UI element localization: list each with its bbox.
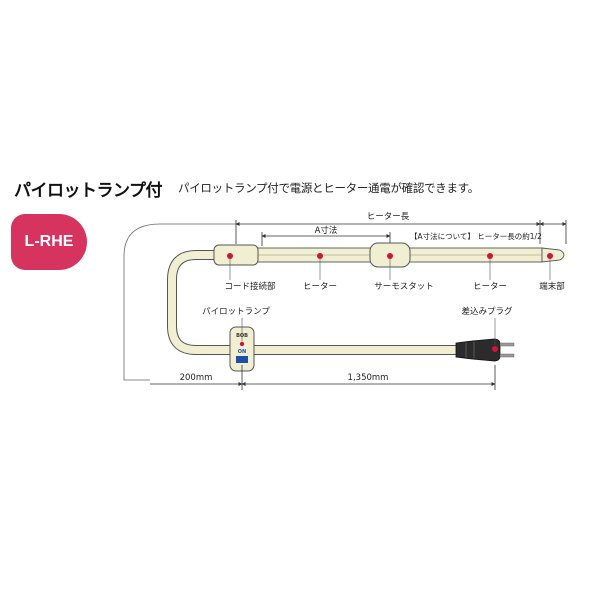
model-badge: L-RHE [11, 214, 87, 270]
marker-dots [227, 253, 553, 352]
cable [167, 250, 460, 355]
product-description: パイロットランプ付で電源とヒーター通電が確認できます。 [178, 181, 479, 195]
lamp-dot [239, 341, 245, 347]
bottom-dimensions: 200mm 1,350mm [150, 365, 496, 390]
thermostat-marker [387, 253, 393, 259]
cord-joint [213, 244, 259, 266]
heater-left-marker [317, 253, 323, 259]
cord-length-label: 1,350mm [348, 373, 389, 383]
end-part-label: 端末部 [539, 281, 565, 292]
product-title: パイロットランプ付 [14, 181, 163, 201]
part-markers [229, 256, 551, 345]
heater-right-label: ヒーター [473, 282, 507, 292]
left-length-label: 200mm [180, 373, 213, 383]
plug-marker [492, 346, 498, 352]
heater-length-label: ヒーター長 [367, 212, 410, 222]
heater-left-label: ヒーター [303, 282, 337, 292]
plug [455, 338, 515, 362]
end-part-marker [547, 253, 553, 259]
heater-length-dimension: ヒーター長 [235, 212, 567, 244]
a-dimension-note: 【A寸法について】 ヒーター長の約1/2 [410, 231, 542, 241]
cord-joint-label: コード接続部 [224, 281, 276, 292]
reference-outline [123, 223, 236, 381]
cord-joint-marker [227, 253, 233, 259]
pilot-lamp-label: パイロットランプ [202, 307, 270, 317]
thermostat-label: サーモスタット [374, 282, 434, 292]
heater-right-marker [487, 253, 493, 259]
switch-text-b: ON [238, 349, 246, 355]
plug-label: 差込みプラグ [461, 306, 513, 317]
a-dimension-label: A寸法 [315, 225, 338, 236]
